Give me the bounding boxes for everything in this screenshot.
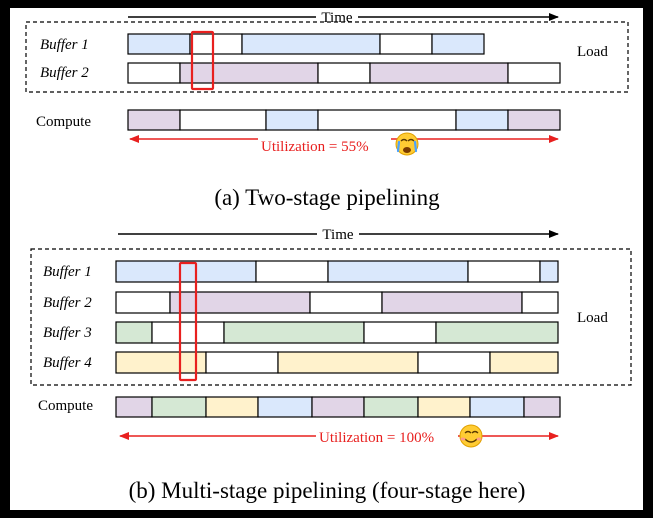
buffer-a2-segment-3	[317, 62, 371, 84]
buffer-b1-segment-1	[115, 260, 257, 283]
smiling-face-icon	[459, 424, 483, 448]
compute-label-b: Compute	[38, 398, 93, 414]
buffer-a1-segment-3	[241, 33, 381, 55]
buffer-label-b-3: Buffer 3	[43, 325, 92, 341]
buffer-b1-segment-3	[327, 260, 469, 283]
time-label-b: Time	[322, 227, 353, 243]
buffer-b4-segment-3	[277, 351, 419, 374]
buffer-b3-segment-5	[435, 321, 559, 344]
crying-face-icon	[395, 132, 419, 156]
utilization-label-a: Utilization = 55%	[261, 139, 369, 155]
buffer-b1-segment-5	[539, 260, 559, 283]
time-label-bg-b	[317, 226, 359, 241]
utilization-bg-b	[316, 428, 458, 444]
figure-canvas: Time Load Buffer 1 Buffer 2 Compute Util…	[10, 8, 643, 510]
buffer-label-b-2: Buffer 2	[43, 295, 92, 311]
load-label-b: Load	[577, 310, 608, 326]
utilization-bg-a	[258, 132, 391, 148]
compute-b-segment-8	[469, 396, 525, 418]
pipelining-diagram: Time Load Buffer 1 Buffer 2 Compute Util…	[25, 9, 632, 503]
compute-row-a	[127, 109, 561, 131]
buffer-rows-a	[127, 33, 561, 84]
buffer-a1-segment-1	[127, 33, 191, 55]
load-box-a	[25, 21, 629, 93]
buffer-a1-segment-2	[189, 33, 243, 55]
buffer-b3-segment-2	[151, 321, 225, 344]
buffer-b2-segment-4	[381, 291, 523, 314]
buffer-rows-b	[115, 260, 559, 374]
compute-row-b	[115, 396, 561, 418]
buffer-a1-segment-5	[431, 33, 485, 55]
buffer-label-b-1: Buffer 1	[43, 264, 92, 280]
compute-b-segment-5	[311, 396, 365, 418]
compute-b-segment-7	[417, 396, 471, 418]
buffer-a2-segment-4	[369, 62, 509, 84]
load-label-a: Load	[577, 44, 608, 60]
buffer-a1-segment-4	[379, 33, 433, 55]
highlight-box-b	[178, 261, 198, 382]
compute-b-segment-1	[115, 396, 153, 418]
highlight-box-a	[190, 30, 215, 91]
compute-a-segment-4	[317, 109, 457, 131]
buffer-b2-segment-5	[521, 291, 559, 314]
buffer-label-a-2: Buffer 2	[40, 65, 89, 81]
buffer-b2-segment-1	[115, 291, 171, 314]
compute-a-segment-1	[127, 109, 181, 131]
buffer-b4-segment-5	[489, 351, 559, 374]
time-label-bg-a	[316, 9, 358, 24]
compute-b-segment-4	[257, 396, 313, 418]
utilization-label-b: Utilization = 100%	[319, 430, 434, 446]
compute-b-segment-2	[151, 396, 207, 418]
compute-a-segment-6	[507, 109, 561, 131]
load-box-b	[30, 248, 632, 386]
caption-a: (a) Two-stage pipelining	[214, 185, 440, 210]
buffer-b4-segment-1	[115, 351, 207, 374]
compute-b-segment-6	[363, 396, 419, 418]
buffer-b2-segment-2	[169, 291, 311, 314]
compute-a-segment-3	[265, 109, 319, 131]
buffer-a2-segment-5	[507, 62, 561, 84]
compute-label-a: Compute	[36, 114, 91, 130]
buffer-label-b-4: Buffer 4	[43, 355, 92, 371]
buffer-b3-segment-3	[223, 321, 365, 344]
caption-b: (b) Multi-stage pipelining (four-stage h…	[129, 478, 526, 503]
compute-b-segment-3	[205, 396, 259, 418]
buffer-label-a-1: Buffer 1	[40, 37, 89, 53]
buffer-b4-segment-2	[205, 351, 279, 374]
compute-a-segment-2	[179, 109, 267, 131]
buffer-b1-segment-4	[467, 260, 541, 283]
buffer-a2-segment-1	[127, 62, 181, 84]
compute-b-segment-9	[523, 396, 561, 418]
time-label-a: Time	[321, 10, 352, 26]
compute-a-segment-5	[455, 109, 509, 131]
buffer-a2-segment-2	[179, 62, 319, 84]
buffer-b2-segment-3	[309, 291, 383, 314]
buffer-b3-segment-4	[363, 321, 437, 344]
buffer-b4-segment-4	[417, 351, 491, 374]
buffer-b1-segment-2	[255, 260, 329, 283]
buffer-b3-segment-1	[115, 321, 153, 344]
